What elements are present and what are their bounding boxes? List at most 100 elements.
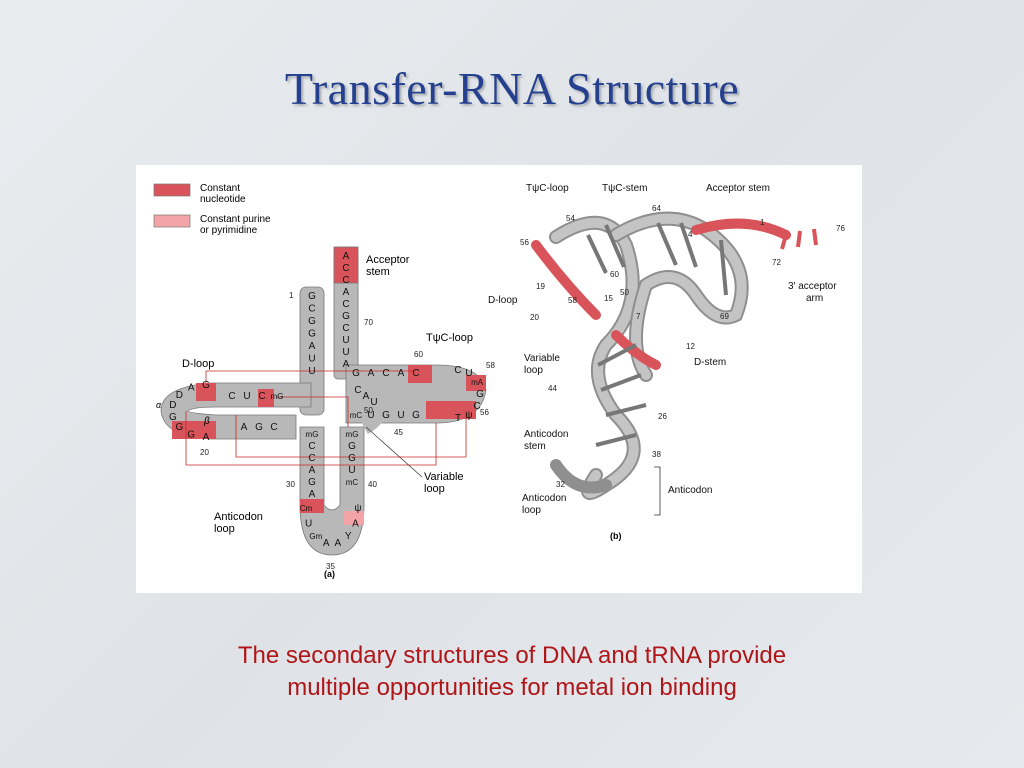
nucleotide-ttop-2: C xyxy=(382,368,389,379)
label-alpha: α xyxy=(156,400,162,410)
nucleotide-dloop-4: G xyxy=(169,412,177,423)
pos-b-15: 15 xyxy=(604,294,613,303)
pos-b-60: 60 xyxy=(610,270,619,279)
pos-b-69: 69 xyxy=(720,312,729,321)
nucleotide-dloop-5: G xyxy=(176,422,184,433)
nucleotide-acc3-6: C xyxy=(342,323,349,334)
ribbon-anticodon-loop xyxy=(550,459,612,494)
label-b-acceptor-arm-1: 3′ acceptor xyxy=(788,281,837,292)
t-arm-highlight-3 xyxy=(426,401,476,419)
nucleotide-var-1: A xyxy=(363,391,370,402)
pos-b-32: 32 xyxy=(556,480,565,489)
pos-b-4: 4 xyxy=(688,230,693,239)
nucleotide-dloop-3: D xyxy=(169,400,176,411)
nucleotide-var-2: C xyxy=(354,385,361,396)
label-b-anticodon-loop-2: loop xyxy=(522,505,541,516)
pos-b-72: 72 xyxy=(772,258,781,267)
nucleotide-acr-3: U xyxy=(348,465,355,476)
slide-caption: The secondary structures of DNA and tRNA… xyxy=(0,640,1024,704)
nucleotide-tloop-6: T xyxy=(455,413,461,424)
legend-purine-line2: or pyrimidine xyxy=(200,225,258,236)
nucleotide-tloop-1: U xyxy=(465,368,472,379)
label-variable-2: loop xyxy=(424,483,445,495)
nucleotide-acc3-2: C xyxy=(342,275,349,286)
nucleotide-tloop-5: ψ xyxy=(465,410,472,421)
nucleotide-acc3-8: U xyxy=(342,347,349,358)
panel-a-label: (a) xyxy=(324,569,335,579)
legend-swatch-purine xyxy=(153,214,191,228)
rung-3 xyxy=(656,222,678,266)
variable-loop-backbone xyxy=(359,387,387,435)
label-variable-1: Variable xyxy=(424,471,464,483)
pos-a-1: 1 xyxy=(289,291,294,300)
trna-diagram: Constant nucleotide Constant purine or p… xyxy=(153,183,845,579)
nucleotide-acr-0: mG xyxy=(346,430,359,439)
nucleotide-acc5-3: G xyxy=(308,329,316,340)
rung-5 xyxy=(719,239,728,296)
nucleotide-acloop-6: A xyxy=(352,519,359,530)
nucleotide-tbot-2: G xyxy=(382,410,390,421)
nucleotide-tloop-3: G xyxy=(476,389,484,400)
pos-b-58: 58 xyxy=(568,296,577,305)
nucleotide-dbot-2: C xyxy=(270,422,277,433)
caption-line-2: multiple opportunities for metal ion bin… xyxy=(287,674,737,701)
rung-4 xyxy=(679,222,698,268)
legend-constant-line2: nucleotide xyxy=(200,194,246,205)
red-rung-1 xyxy=(780,234,788,250)
pos-b-7: 7 xyxy=(636,312,641,321)
pos-b-20: 20 xyxy=(530,313,539,322)
nucleotide-acr-2: G xyxy=(348,453,356,464)
nucleotide-acl-2: C xyxy=(308,453,315,464)
nucleotide-acl-5: A xyxy=(309,489,316,500)
nucleotide-acc5-4: A xyxy=(309,341,316,352)
nucleotide-acc3-0: A xyxy=(343,251,350,262)
tertiary-lines xyxy=(185,370,467,466)
pos-b-19: 19 xyxy=(536,282,545,291)
tertiary-line-2 xyxy=(205,370,416,383)
rung-9 xyxy=(595,433,637,447)
panel-a: Constant nucleotide Constant purine or p… xyxy=(153,183,495,579)
nucleotide-acc3-1: C xyxy=(342,263,349,274)
nucleotide-acloop-0: Cm xyxy=(300,504,313,513)
nucleotide-acc5-1: C xyxy=(308,304,315,315)
pos-a-60: 60 xyxy=(414,350,423,359)
panel-b: TψC-loop TψC-stem Acceptor stem 3′ accep… xyxy=(488,183,845,541)
nucleotide-tbot-3: U xyxy=(397,410,404,421)
nucleotide-acl-3: A xyxy=(309,465,316,476)
nucleotide-acloop-1: U xyxy=(305,519,312,530)
pos-b-38: 38 xyxy=(652,450,661,459)
panel-b-label: (b) xyxy=(610,531,622,541)
nucleotide-tbot-1: U xyxy=(367,410,374,421)
nucleotide-acc5-6: U xyxy=(308,366,315,377)
nucleotide-dtop-1: U xyxy=(243,391,250,402)
nucleotide-dloop-7: A xyxy=(203,432,210,443)
pos-b-76: 76 xyxy=(836,224,845,233)
pos-a-50: 50 xyxy=(364,406,373,415)
pos-a-45: 45 xyxy=(394,428,403,437)
trna-figure: Constant nucleotide Constant purine or p… xyxy=(136,165,862,593)
nucleotide-dtop-0: C xyxy=(228,391,235,402)
pos-a-30: 30 xyxy=(286,480,295,489)
panel-b-rungs xyxy=(586,222,728,447)
label-b-anticodon-stem-2: stem xyxy=(524,441,546,452)
nucleotide-acloop-3: A xyxy=(323,538,330,549)
nucleotide-ttop-3: A xyxy=(398,368,405,379)
t-arm-highlight-2 xyxy=(466,375,486,391)
label-b-acceptor-arm-2: arm xyxy=(806,293,823,304)
caption-line-1: The secondary structures of DNA and tRNA… xyxy=(237,642,787,669)
label-b-variable-1: Variable xyxy=(524,353,560,364)
ribbon-t-loop-red xyxy=(531,240,601,320)
nucleotide-dloop-1: A xyxy=(188,383,195,394)
rung-2 xyxy=(604,224,626,268)
label-b-d-stem: D-stem xyxy=(694,357,726,368)
panel-b-ribbon xyxy=(531,211,791,500)
nucleotide-ttop-1: A xyxy=(368,368,375,379)
d-arm-highlight-1 xyxy=(196,383,216,401)
nucleotide-acr-4: mC xyxy=(346,478,359,487)
nucleotide-dtop-2: C xyxy=(258,391,265,402)
label-beta: β xyxy=(203,416,210,427)
pos-a-35: 35 xyxy=(326,562,335,571)
ribbon-acceptor-end xyxy=(691,218,791,240)
nucleotide-tbot-4: G xyxy=(412,410,420,421)
nucleotide-acc3-9: A xyxy=(343,359,350,370)
